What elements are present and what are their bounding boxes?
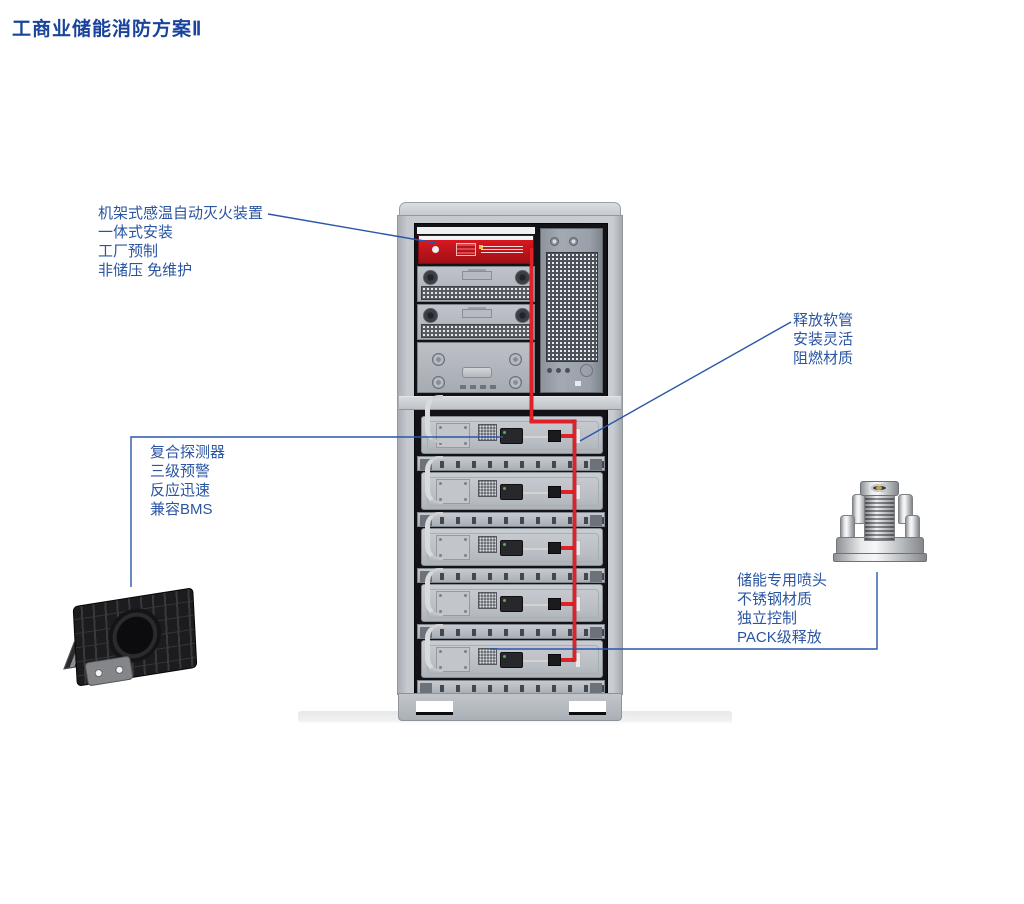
nozzle-threaded-body <box>864 493 895 541</box>
pack-power-cable <box>425 568 443 616</box>
module-handle <box>462 367 492 378</box>
pack-nozzle-connector <box>548 654 561 666</box>
cabinet-top-cap <box>399 202 621 218</box>
pack-vent-grille <box>478 592 497 609</box>
extinguisher-indicator <box>432 246 439 253</box>
rack-rail <box>417 512 605 527</box>
module-connector <box>462 309 492 318</box>
fan-icon <box>423 270 438 285</box>
pack-signal-cable <box>523 604 549 606</box>
annotation-extinguisher: 机架式感温自动灭火装置 一体式安装 工厂预制 非储压 免维护 <box>98 204 263 280</box>
pack-nozzle-connector <box>548 598 561 610</box>
pack-power-cable <box>425 456 443 504</box>
forklift-slot <box>416 701 453 715</box>
pack-vent-grille <box>478 480 497 497</box>
annotation-line: 一体式安装 <box>98 224 174 241</box>
knob-icon <box>569 237 578 246</box>
connector-port <box>547 368 552 373</box>
cabinet-base <box>398 693 622 721</box>
pack-detector-icon <box>500 652 523 668</box>
pack-detector-icon <box>500 540 523 556</box>
annotation-detector: 复合探测器 三级预警 反应迅速 兼容BMS <box>150 443 225 519</box>
annotation-line: 不锈钢材质 <box>737 591 813 608</box>
nozzle-photo <box>833 477 927 571</box>
extinguisher-top-band <box>419 236 533 240</box>
rack-rail <box>417 568 605 583</box>
connector-port <box>556 368 561 373</box>
pack-signal-cable <box>523 492 549 494</box>
control-module <box>417 342 535 393</box>
annotation-line: 储能专用喷头 <box>737 572 828 589</box>
pack-nozzle-connector <box>548 542 561 554</box>
annotation-line: 工厂预制 <box>98 243 159 260</box>
annotation-line: 阻燃材质 <box>793 350 854 367</box>
pack-vent-grille <box>478 424 497 441</box>
fan-module-2 <box>417 304 535 340</box>
annotation-line: 非储压 免维护 <box>98 262 193 279</box>
pack-release-hose <box>561 658 576 662</box>
annotation-line: PACK级释放 <box>737 629 822 646</box>
battery-pack-section <box>397 200 623 722</box>
pack-signal-cable <box>523 548 549 550</box>
knob-icon <box>550 237 559 246</box>
extinguisher-label <box>456 243 476 256</box>
vent-grille <box>421 286 533 300</box>
extinguisher-text-lines <box>481 246 523 255</box>
agent-pipe-vertical-main <box>573 420 576 661</box>
fan-module-1 <box>417 266 535 302</box>
fan-icon <box>423 308 438 323</box>
pack-detector-icon <box>500 428 523 444</box>
pack-release-hose <box>561 546 576 550</box>
nozzle-pin <box>876 486 882 490</box>
twist-lock-icon <box>432 376 445 389</box>
agent-pipe-vertical-upper <box>530 248 533 422</box>
twist-lock-icon <box>509 353 522 366</box>
annotation-line: 反应迅速 <box>150 482 211 499</box>
annotation-line: 安装灵活 <box>793 331 854 348</box>
pack-signal-cable <box>523 660 549 662</box>
connector-port <box>565 368 570 373</box>
rack-top-strip <box>417 227 535 234</box>
twist-lock-icon <box>432 353 445 366</box>
twist-lock-icon <box>509 376 522 389</box>
perforated-vent <box>546 252 598 362</box>
module-connector <box>462 271 492 280</box>
pack-release-hose <box>561 490 576 494</box>
pack-vent-grille <box>478 648 497 665</box>
annotation-hose: 释放软管 安装灵活 阻燃材质 <box>793 311 853 368</box>
pack-release-hose <box>561 434 576 438</box>
vent-grille <box>421 324 533 338</box>
module-vents <box>460 385 496 389</box>
pack-power-cable <box>425 395 443 443</box>
annotation-line: 复合探测器 <box>150 444 226 461</box>
annotation-line: 兼容BMS <box>150 501 213 518</box>
pack-nozzle-connector <box>548 486 561 498</box>
forklift-slot <box>569 701 606 715</box>
pack-vent-grille <box>478 536 497 553</box>
pack-power-cable <box>425 624 443 672</box>
pack-detector-icon <box>500 484 523 500</box>
rack-rail <box>417 456 605 471</box>
composite-detector-photo <box>62 583 212 701</box>
small-port <box>575 381 581 386</box>
fan-icon <box>515 308 530 323</box>
agent-pipe-elbow <box>530 420 576 423</box>
pack-detector-icon <box>500 596 523 612</box>
rack-extinguisher-module <box>418 235 534 264</box>
cabinet-divider <box>399 396 621 410</box>
annotation-line: 独立控制 <box>737 610 798 627</box>
pack-power-cable <box>425 512 443 560</box>
annotation-line: 机架式感温自动灭火装置 <box>98 205 264 222</box>
rack-rail <box>417 624 605 639</box>
pack-nozzle-connector <box>548 430 561 442</box>
energy-storage-cabinet <box>397 200 623 722</box>
page-title: 工商业储能消防方案Ⅱ <box>12 19 203 40</box>
nozzle-flange <box>833 553 927 562</box>
annotation-line: 三级预警 <box>150 463 211 480</box>
annotation-nozzle: 储能专用喷头 不锈钢材质 独立控制 PACK级释放 <box>737 571 827 647</box>
annotation-line: 释放软管 <box>793 312 854 329</box>
fan-icon <box>515 270 530 285</box>
pack-signal-cable <box>523 436 549 438</box>
